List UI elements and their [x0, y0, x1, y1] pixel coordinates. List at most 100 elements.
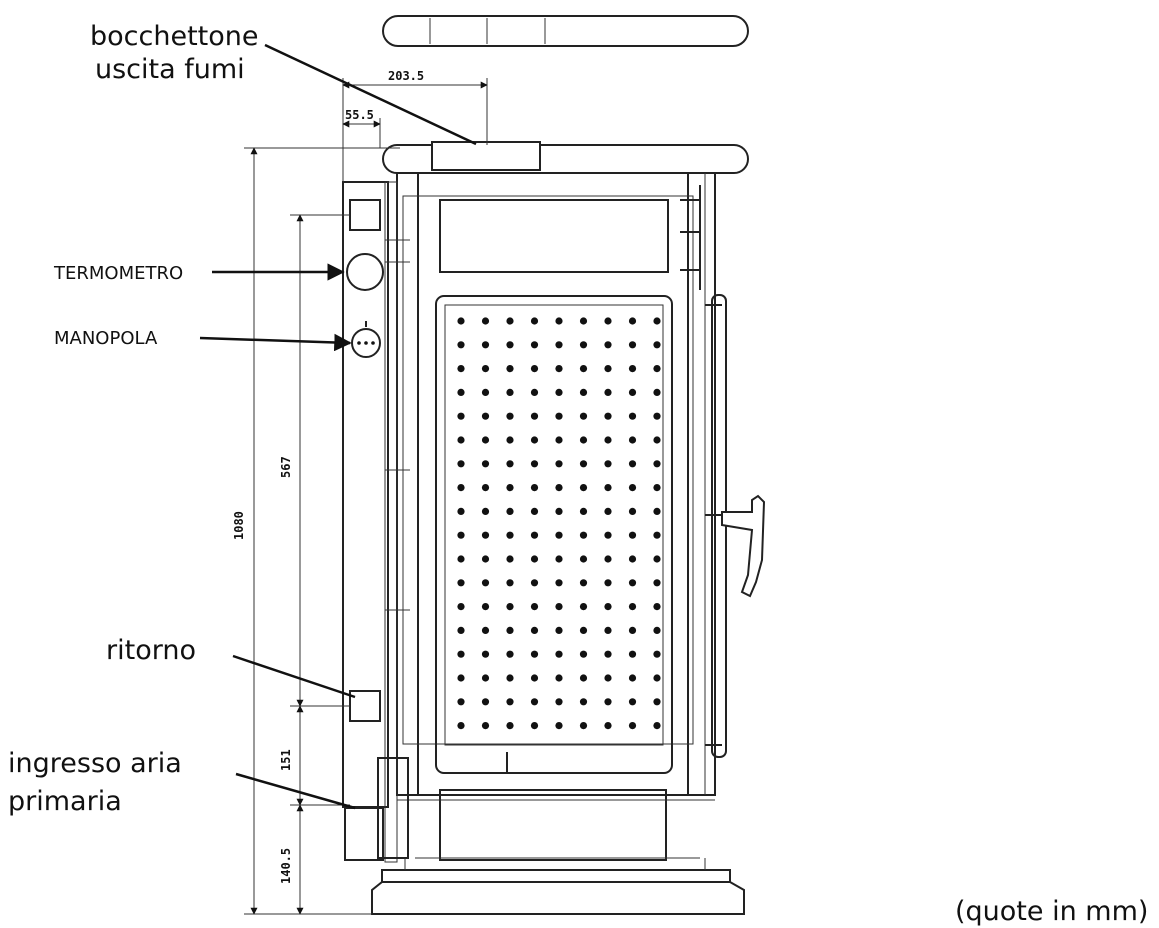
door-perforation	[506, 722, 514, 730]
door-perforation	[628, 507, 637, 515]
door-perforation	[457, 650, 465, 658]
door-perforation	[555, 603, 563, 611]
top-plate	[382, 141, 749, 174]
door-perforation	[506, 317, 514, 325]
door-perforation	[555, 531, 563, 539]
door-perforation	[555, 698, 563, 706]
door-perforation	[506, 412, 514, 420]
top-plate-exploded	[382, 15, 749, 47]
door-perforation	[604, 317, 612, 325]
label-knob: MANOPOLA	[54, 328, 158, 349]
door-perforation	[604, 579, 612, 587]
door-perforation	[457, 531, 465, 539]
dim-inlet-height: 140.5	[279, 848, 293, 884]
door-perforation	[506, 484, 514, 492]
door-perforation	[506, 555, 514, 563]
door-perforation	[579, 484, 588, 492]
upper-panel	[439, 199, 669, 273]
lower-panel	[439, 789, 667, 861]
door-perforation	[555, 436, 563, 444]
door-perforation	[579, 460, 588, 468]
label-return: ritorno	[106, 635, 196, 666]
stove-base	[371, 857, 745, 915]
flow-connection	[349, 199, 381, 231]
door-perforation	[506, 674, 514, 682]
door-perforation	[530, 603, 539, 611]
door-perforation	[604, 460, 612, 468]
door-perforation	[579, 674, 588, 682]
door-perforation	[481, 698, 490, 706]
door-perforation	[506, 365, 514, 373]
door-perforation	[457, 626, 465, 635]
labels: bocchettone uscita fumi TERMOMETRO MANOP…	[8, 21, 1148, 927]
dimension-lines: 203.5 55.5 1080 567 151 140.5	[232, 69, 488, 915]
door-perforation	[530, 436, 539, 444]
door-perforation	[506, 388, 514, 396]
door-perforation	[604, 507, 612, 515]
door-handle	[705, 294, 766, 758]
door-perforation	[457, 555, 465, 563]
door-perforation	[579, 531, 588, 539]
label-flue-outlet-2: uscita fumi	[95, 54, 245, 85]
door-perforation	[628, 388, 637, 396]
door-perforation	[579, 579, 588, 587]
door-perforation	[530, 579, 539, 587]
door-perforation	[506, 341, 514, 349]
door-perforation	[481, 507, 490, 515]
door-perforation	[506, 531, 514, 539]
door-hinges	[680, 185, 701, 290]
door-perforation	[530, 698, 539, 706]
dim-flue-offset: 203.5	[388, 69, 424, 83]
door-perforation	[653, 698, 661, 706]
door-perforation	[457, 436, 465, 444]
side-column	[342, 181, 410, 863]
door-perforation	[530, 531, 539, 539]
door-perforation	[653, 674, 661, 682]
door-perforation	[628, 412, 637, 420]
door-perforation	[457, 674, 465, 682]
door-perforation	[604, 365, 612, 373]
label-air-inlet-1: ingresso aria	[8, 748, 182, 779]
door-perforation	[628, 365, 637, 373]
door-perforation	[481, 317, 490, 325]
door-perforation	[555, 317, 563, 325]
door-perforation	[530, 722, 539, 730]
door-perforation	[653, 460, 661, 468]
door-perforation	[579, 650, 588, 658]
door-perforation	[481, 365, 490, 373]
door-perforation	[653, 626, 661, 635]
door-perforation	[457, 603, 465, 611]
door-perforation	[604, 555, 612, 563]
door-perforation	[481, 460, 490, 468]
door-perforation	[530, 388, 539, 396]
door-perforation	[653, 365, 661, 373]
thermometer-dial	[346, 253, 384, 291]
door-perforation	[653, 436, 661, 444]
stove-door	[435, 295, 673, 774]
door-perforation	[628, 579, 637, 587]
door-perforation	[555, 507, 563, 515]
door-perforation	[628, 626, 637, 635]
door-perforation	[555, 460, 563, 468]
label-flue-outlet-1: bocchettone	[90, 21, 259, 52]
door-perforation	[530, 650, 539, 658]
door-perforation	[628, 436, 637, 444]
door-perforation	[555, 388, 563, 396]
door-perforation	[457, 507, 465, 515]
door-perforation	[481, 626, 490, 635]
door-perforation	[555, 674, 563, 682]
door-perforation	[604, 650, 612, 658]
label-thermometer: TERMOMETRO	[53, 263, 183, 284]
door-perforation	[628, 341, 637, 349]
door-perforation	[457, 579, 465, 587]
door-perforation	[481, 722, 490, 730]
door-perforation	[579, 555, 588, 563]
door-perforation	[653, 603, 661, 611]
door-perforation	[555, 555, 563, 563]
leader-lines	[199, 43, 477, 810]
knob	[351, 328, 381, 358]
door-perforation	[628, 555, 637, 563]
door-perforation	[628, 603, 637, 611]
door-perforation	[457, 460, 465, 468]
